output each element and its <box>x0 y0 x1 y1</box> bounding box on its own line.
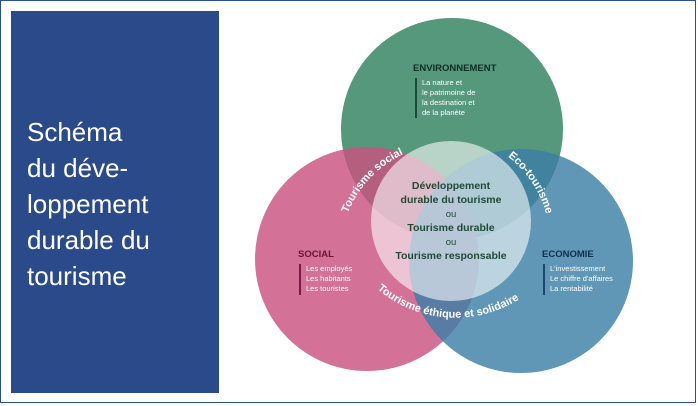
center-line: ou <box>446 209 457 220</box>
social-line: Les employés <box>306 264 353 273</box>
economie-line: La rentabilité <box>550 284 593 293</box>
title-line: loppement <box>27 189 149 219</box>
environnement-line: La nature et <box>422 78 463 87</box>
social-line: Les touristes <box>306 284 349 293</box>
center-line: durable du tourisme <box>401 194 502 206</box>
title-line: durable du <box>27 225 150 255</box>
environnement-line: la destination et <box>422 98 475 107</box>
center-disc <box>371 141 531 301</box>
environnement-line: de la planète <box>422 108 465 117</box>
center-line: ou <box>446 237 457 248</box>
social-line: Les habitants <box>306 274 351 283</box>
economie-line: L'investissement <box>550 264 606 273</box>
economie-line: Le chiffre d'affaires <box>550 274 613 283</box>
diagram-title: Schéma du déve- loppement durable du tou… <box>27 114 150 294</box>
social-heading: SOCIAL <box>298 249 334 260</box>
title-line: du déve- <box>27 153 129 183</box>
center-line: Tourisme responsable <box>395 250 506 262</box>
environnement-heading: ENVIRONNEMENT <box>413 63 497 74</box>
title-line: tourisme <box>27 261 127 291</box>
center-line: Tourisme durable <box>407 222 494 234</box>
title-line: Schéma <box>27 117 123 147</box>
title-panel: Schéma du déve- loppement durable du tou… <box>11 11 219 393</box>
environnement-line: le patrimoine de <box>422 88 475 97</box>
economie-heading: ECONOMIE <box>542 249 594 260</box>
center-line: Développement <box>412 180 491 192</box>
